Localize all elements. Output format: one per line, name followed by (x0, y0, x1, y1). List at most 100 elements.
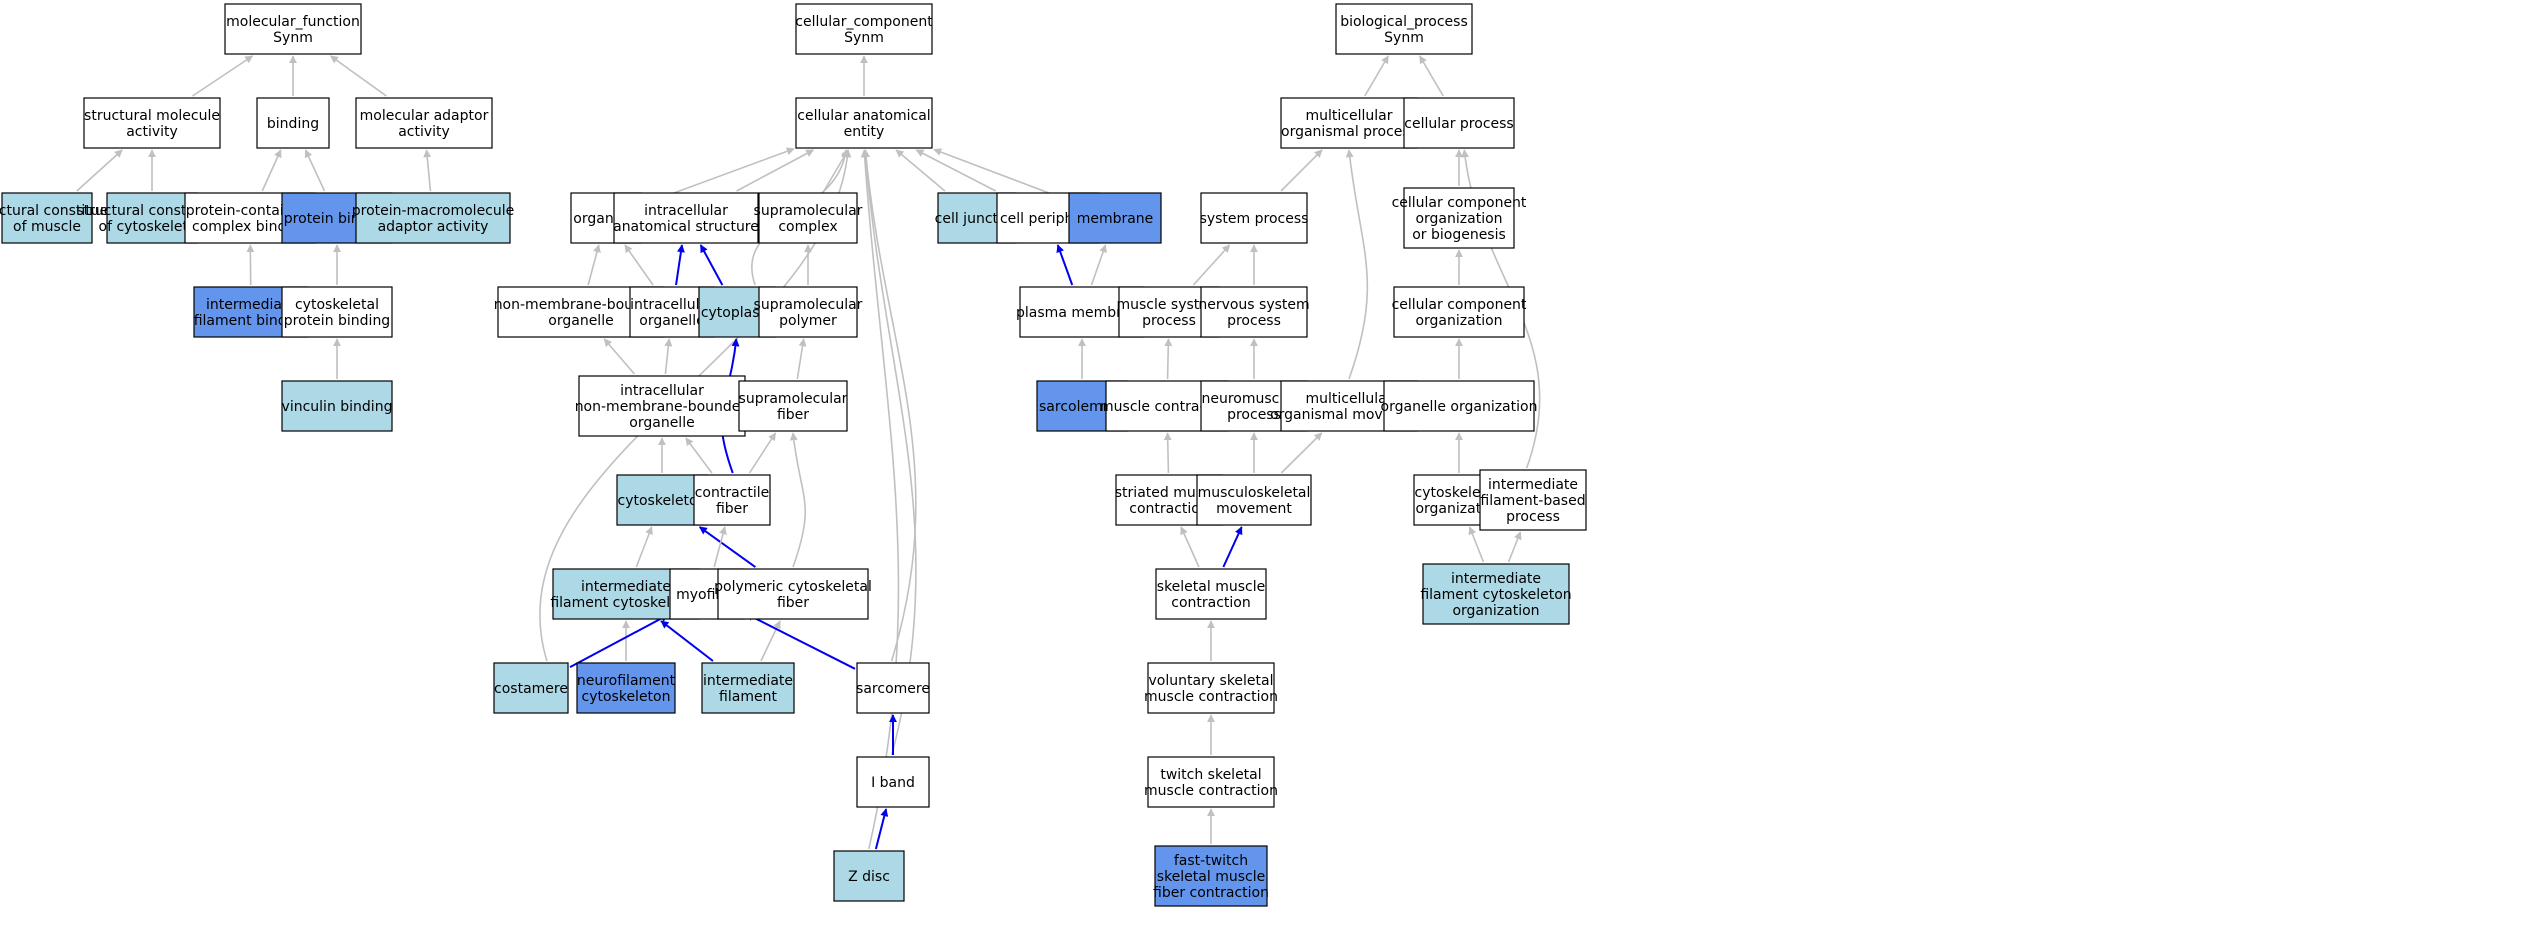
node-label: cellular process (1404, 116, 1513, 132)
node-label: cytoskeleton (582, 689, 671, 705)
node-box (1196, 474, 1312, 526)
node-inmbo[interactable]: intracellularnon-membrane-boundedorganel… (575, 375, 750, 437)
node-label: Z disc (848, 869, 890, 885)
node-label: contractile (695, 485, 770, 501)
edge-sarcomere-to-myofibril (745, 612, 856, 670)
node-binding[interactable]: binding (256, 97, 330, 149)
node-sarcomere[interactable]: sarcomere (856, 662, 930, 714)
edge-cper-to-cae (915, 149, 997, 192)
node-label: structural constituent (0, 203, 123, 219)
node-sysp[interactable]: system process (1200, 192, 1309, 244)
edge-ifco-to-ifbp (1507, 531, 1522, 563)
node-label: organelle organization (1381, 399, 1538, 415)
edge-sysp-to-mop (1280, 149, 1323, 192)
node-label: cellular component (1392, 195, 1527, 211)
node-label: molecular_function (226, 14, 360, 30)
node-costamere[interactable]: costamere (493, 662, 569, 714)
node-label: organelle (629, 415, 694, 431)
edge-zdisc-to-cae (860, 149, 900, 850)
node-box (717, 568, 869, 620)
edge-mad-to-mf (329, 55, 387, 97)
node-label: protein-macromolecule (352, 203, 515, 219)
edge-pm-to-membrane (1090, 244, 1107, 286)
edge-skmc-to-smc2 (1180, 526, 1200, 568)
node-label: non-membrane-bounded (575, 399, 750, 415)
edge-zdisc-to-iband (874, 808, 889, 850)
node-label: cytoskeletal (295, 297, 379, 313)
node-label: striated muscle (1115, 485, 1223, 501)
node-label: non-membrane-bounded (494, 297, 669, 313)
node-label: intermediate (1488, 477, 1578, 493)
edge-cf-to-inmbo (685, 437, 713, 474)
node-box (493, 662, 569, 714)
edge-cj-to-cae (895, 149, 946, 192)
edge-mom-to-mop (1345, 149, 1369, 380)
edge-cf-to-smf (748, 432, 777, 474)
edge-scm-to-sma (76, 149, 123, 192)
node-label: complex (778, 219, 837, 235)
node-label: Synm (844, 30, 884, 46)
node-box (701, 662, 795, 714)
node-label: filament cytoskeleton (550, 595, 701, 611)
node-box (856, 662, 930, 714)
node-cp[interactable]: cellular process (1403, 97, 1515, 149)
edge-mc-to-msp (1164, 338, 1173, 380)
node-label: filament binding (194, 313, 309, 329)
node-label: contraction (1171, 595, 1250, 611)
node-oo[interactable]: organelle organization (1381, 380, 1538, 432)
edge-pcf-to-smf (789, 432, 806, 568)
edges-layer (76, 55, 1541, 850)
node-membrane[interactable]: membrane (1068, 192, 1162, 244)
node-box (738, 380, 848, 432)
node-label: cytoplasm (701, 305, 773, 321)
node-label: multicellular (1306, 391, 1393, 407)
node-label: activity (398, 124, 450, 140)
node-box (856, 756, 930, 808)
edge-pmaa-to-mad (423, 149, 432, 192)
node-iband[interactable]: I band (856, 756, 930, 808)
node-zdisc[interactable]: Z disc (833, 850, 905, 902)
node-label: intracellular (644, 203, 728, 219)
edge-pccb-to-binding (261, 149, 282, 192)
node-box (355, 192, 511, 244)
node-label: muscle contraction (1144, 689, 1278, 705)
edge-sarcomere-to-cae (862, 149, 917, 662)
node-label: cellular anatomical (797, 108, 930, 124)
edge-io-to-ias (675, 244, 685, 286)
node-box (1155, 568, 1267, 620)
node-vb[interactable]: vinculin binding (281, 380, 393, 432)
node-box (224, 3, 362, 55)
edge-inmbo-to-io (664, 338, 673, 375)
node-label: skeletal muscle (1157, 579, 1265, 595)
edge-io-to-organelle (624, 244, 654, 286)
